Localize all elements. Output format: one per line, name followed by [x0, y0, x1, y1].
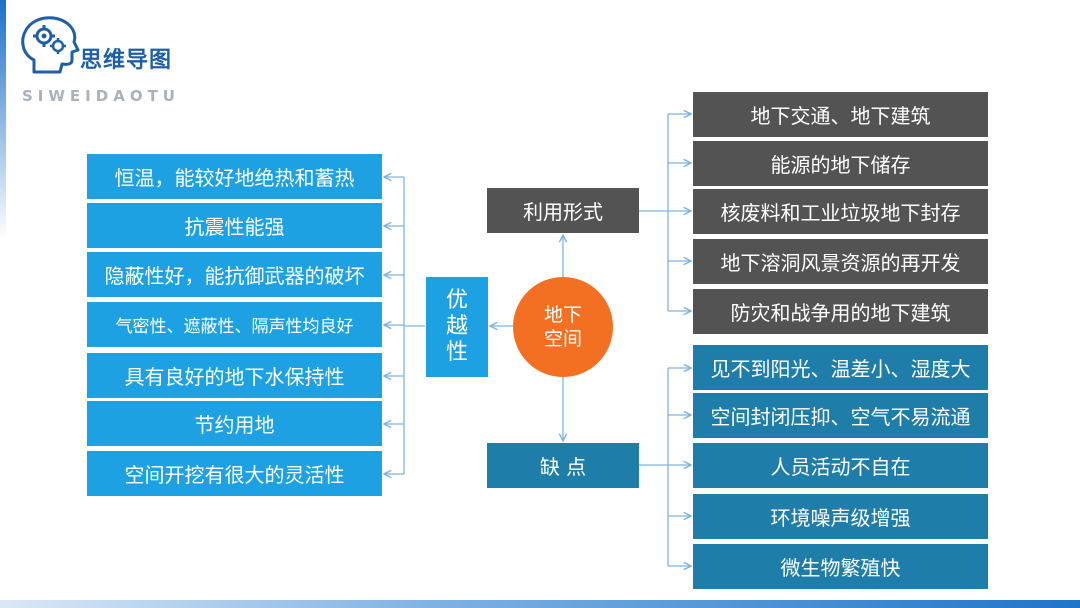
defect-item-2: 空间封闭压抑、空气不易流通: [693, 393, 988, 438]
defect-item-1: 见不到阳光、温差小、湿度大: [693, 345, 988, 390]
defect-item-5: 微生物繁殖快: [693, 544, 988, 589]
use-item-2: 能源的地下储存: [693, 141, 988, 186]
brain-gear-logo-icon: [21, 16, 80, 74]
defect-item-3: 人员活动不自在: [693, 443, 988, 488]
use-item-3: 核废料和工业垃圾地下封存: [693, 189, 988, 234]
advantage-item-7: 空间开挖有很大的灵活性: [87, 451, 382, 496]
advantage-item-3: 隐蔽性好，能抗御武器的破坏: [87, 252, 382, 297]
advantage-item-6: 节约用地: [87, 401, 382, 446]
advantage-item-5: 具有良好的地下水保持性: [87, 353, 382, 398]
page-subtitle: SIWEIDAOTU: [22, 87, 180, 105]
center-node-line-1: 地下: [543, 304, 582, 326]
defects-label: 缺 点: [487, 443, 639, 488]
center-node-line-2: 空间: [543, 328, 582, 350]
bottom-accent-bar: [0, 600, 1080, 608]
advantage-item-4: 气密性、遮蔽性、隔声性均良好: [87, 302, 382, 347]
use-item-5: 防灾和战争用的地下建筑: [693, 289, 988, 334]
advantages-label-char-2: 越: [445, 314, 468, 339]
use-forms-label: 利用形式: [487, 188, 639, 233]
advantage-item-1: 恒温，能较好地绝热和蓄热: [87, 154, 382, 199]
use-item-4: 地下溶洞风景资源的再开发: [693, 239, 988, 284]
advantages-label-char-3: 性: [445, 340, 468, 365]
page-title: 思维导图: [80, 48, 173, 73]
defect-item-4: 环境噪声级增强: [693, 494, 988, 539]
advantage-item-2: 抗震性能强: [87, 203, 382, 248]
advantages-label: 优 越 性: [426, 277, 488, 377]
advantages-label-char-1: 优: [445, 288, 468, 313]
use-item-1: 地下交通、地下建筑: [693, 92, 988, 137]
center-node: 地下 空间: [513, 277, 613, 377]
left-accent-bar: [0, 0, 6, 240]
